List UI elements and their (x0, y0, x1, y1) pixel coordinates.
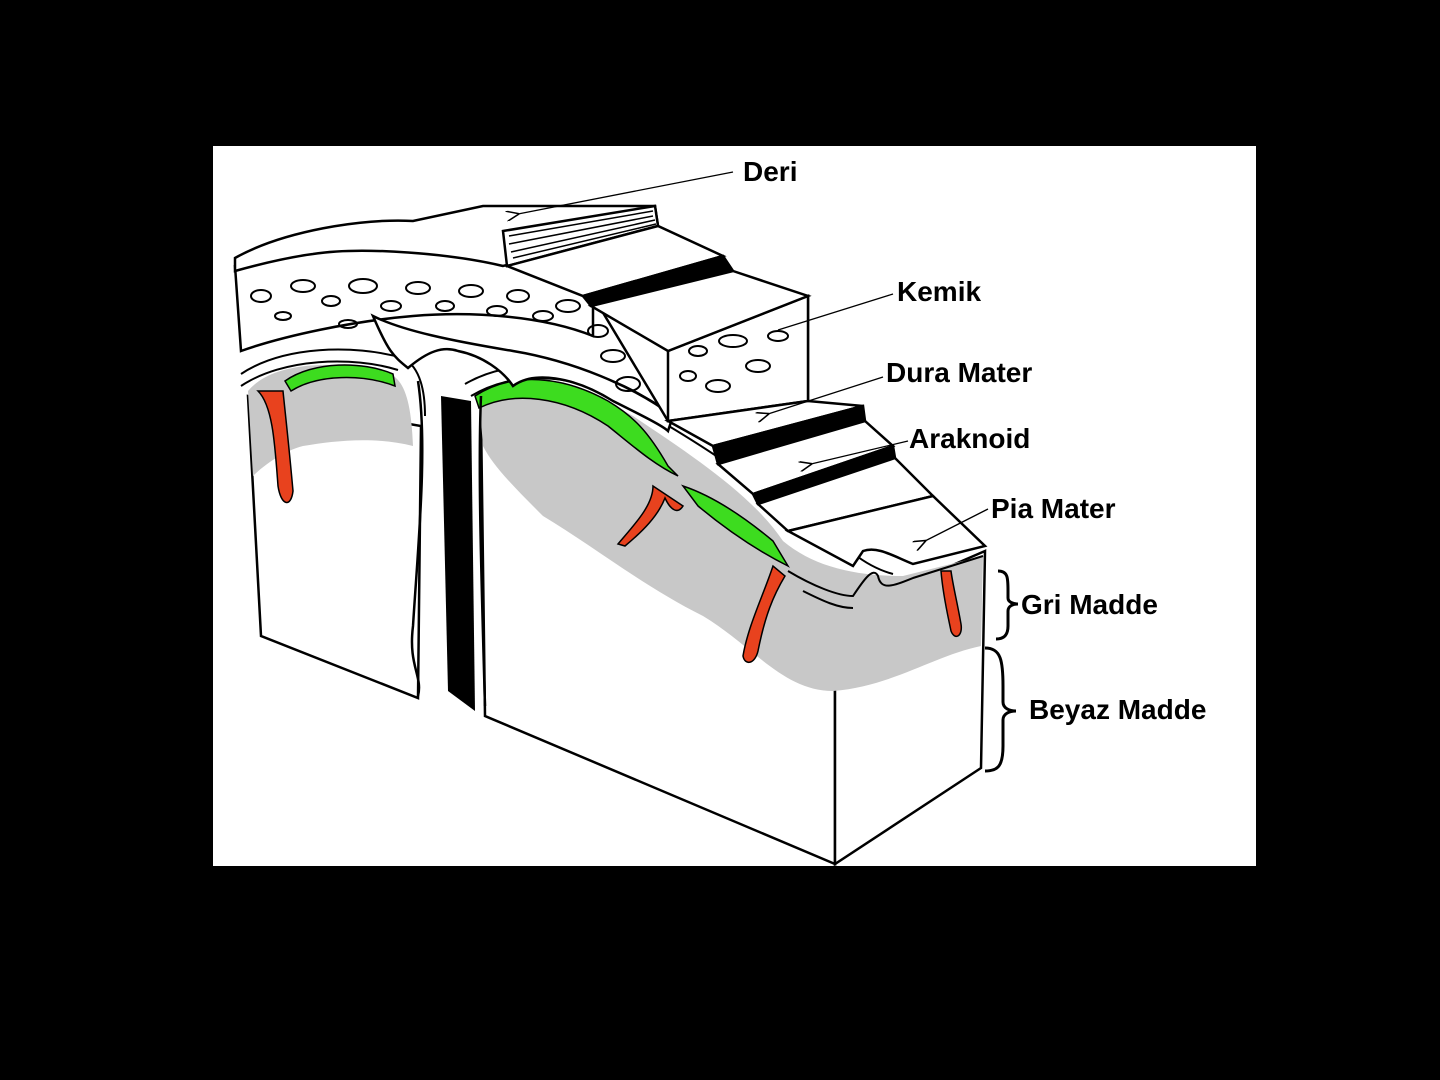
arachnoid-layer (715, 419, 936, 533)
pia-mater-layer (784, 494, 988, 568)
braces (984, 569, 1019, 773)
meninges-illustration (233, 171, 1019, 866)
label-kemik: Kemik (897, 276, 982, 307)
label-gri-madde: Gri Madde (1021, 589, 1158, 620)
blood-vessels (256, 390, 963, 663)
pointer-lines (518, 171, 989, 541)
label-dura-mater: Dura Mater (886, 357, 1033, 388)
meninges-diagram: Deri Kemik Dura Mater Araknoid Pia Mater… (213, 146, 1256, 866)
skin-layer (233, 204, 812, 353)
subarachnoid-space (284, 364, 790, 568)
label-pia-mater: Pia Mater (991, 493, 1116, 524)
label-beyaz-madde: Beyaz Madde (1029, 694, 1207, 725)
bone-marrow-holes (250, 278, 789, 393)
falx-fissure (410, 380, 487, 711)
label-deri: Deri (743, 156, 798, 187)
label-araknoid: Araknoid (909, 423, 1031, 454)
